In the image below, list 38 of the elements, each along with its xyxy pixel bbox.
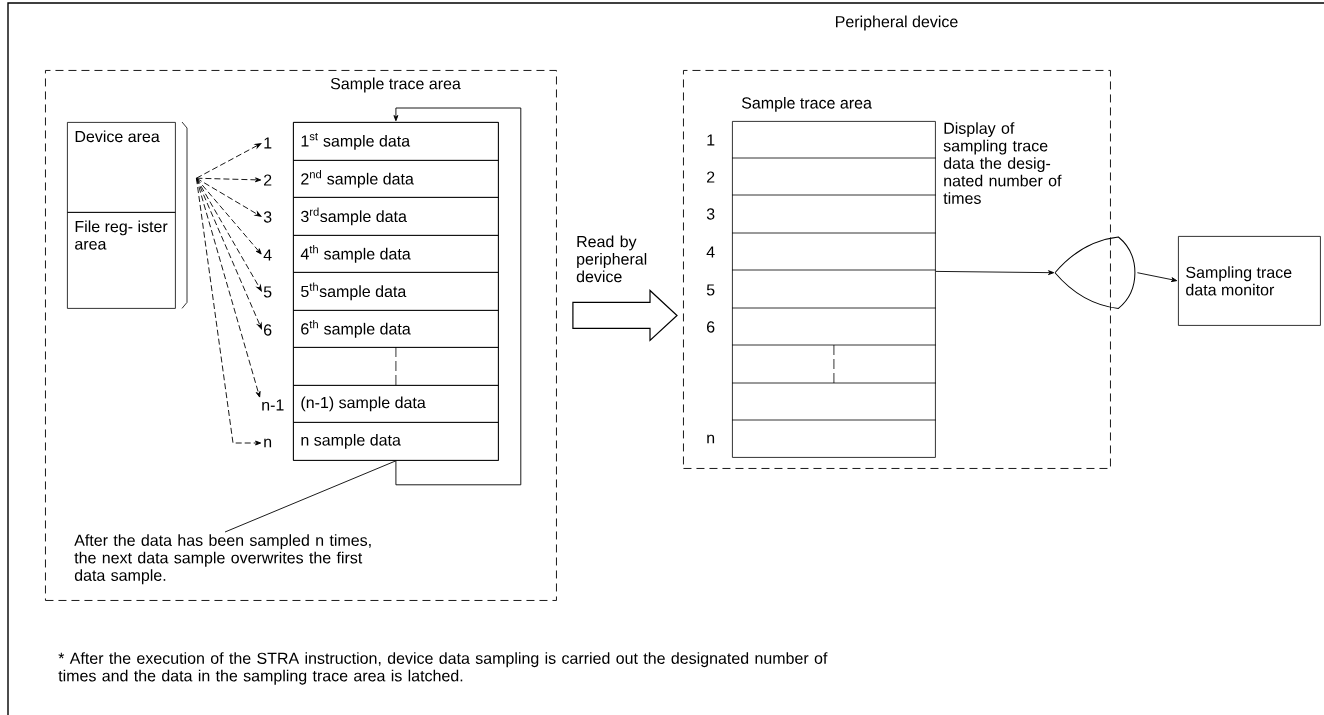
- row-number: n: [707, 434, 715, 444]
- heading: Sample trace area: [330, 77, 461, 93]
- arrow: [1136, 272, 1178, 282]
- note-text: After the data has been sampled n times, the next data sample overwrites the first data sample.: [74, 534, 371, 585]
- row-number: 5: [706, 284, 715, 296]
- memory-cell: Device area: [67, 122, 176, 213]
- row-number: 6: [707, 321, 715, 333]
- dashed-arrow: [195, 177, 261, 398]
- row-number: n-1: [262, 399, 284, 411]
- row-number: 3: [263, 211, 272, 223]
- row-number: 4: [263, 249, 272, 261]
- heading: Peripheral device: [836, 15, 958, 31]
- dashed-arrow: [195, 177, 262, 217]
- dashed-arrow: [195, 177, 262, 330]
- dashed-arrow: [195, 177, 262, 255]
- footnote: * After the execution of the STRA instruction, device data sampling is carried out the designated number of times and the data in the sampling trace area is latched.: [58, 652, 828, 685]
- heading: Sample trace area: [741, 96, 872, 112]
- row-number: 2: [707, 171, 715, 183]
- memory-cell: File reg- ister area: [67, 212, 176, 309]
- gate-symbol: [1054, 236, 1136, 309]
- row-number: 3: [706, 208, 715, 220]
- edge-label: Read by peripheral device: [576, 235, 647, 283]
- dashed-arrow: [195, 143, 262, 179]
- block-arrow: [572, 289, 678, 342]
- leader-line: [224, 460, 397, 533]
- bracket: [181, 121, 188, 309]
- dashed-arrow: [195, 177, 262, 183]
- row-number: 2: [264, 174, 272, 186]
- memory-cell: Sampling trace data monitor: [1178, 236, 1321, 326]
- row-number: 6: [264, 324, 272, 336]
- arrow: [935, 270, 1055, 276]
- row-number: 1: [264, 137, 272, 149]
- row-number: 1: [707, 134, 715, 146]
- row-number: 4: [706, 246, 715, 258]
- dashed-arrow: [195, 177, 262, 446]
- row-number: 5: [263, 286, 272, 298]
- row-number: n: [264, 438, 272, 448]
- annotation-text: Display of sampling trace data the desig- nated number of times: [943, 122, 1062, 204]
